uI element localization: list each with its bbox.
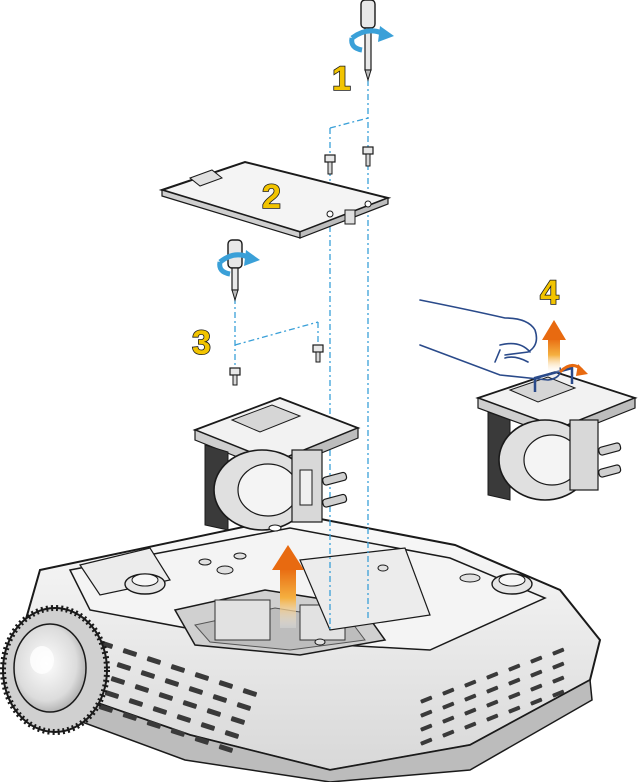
- screw-icon: [324, 146, 374, 175]
- vent-grille-front: [74, 640, 258, 754]
- step-1-label: 1: [332, 60, 351, 98]
- screw-icon: [229, 344, 324, 386]
- hand-icon: [419, 299, 562, 381]
- step-4-label: 4: [540, 274, 559, 312]
- vent-grille-side: [420, 647, 565, 746]
- lamp-module: [192, 397, 361, 532]
- screwdriver-icon: [227, 239, 243, 302]
- lift-arrow-icon: [542, 320, 566, 372]
- rotate-arrow-icon: [217, 250, 260, 277]
- rotate-arrow-icon: [349, 26, 394, 53]
- rotate-arrow-icon: [558, 364, 588, 376]
- step-2-label: 2: [262, 178, 281, 216]
- step-3-label: 3: [192, 324, 211, 362]
- lamp-cover: [158, 160, 392, 239]
- adjust-knob-right: [491, 573, 533, 595]
- lamp-module-removed: [475, 366, 638, 501]
- projector-body: [0, 513, 602, 782]
- projector-lens: [0, 605, 110, 735]
- lift-arrow-icon: [272, 545, 304, 628]
- adjust-knob-left: [124, 573, 166, 595]
- screwdriver-icon: [360, 0, 376, 82]
